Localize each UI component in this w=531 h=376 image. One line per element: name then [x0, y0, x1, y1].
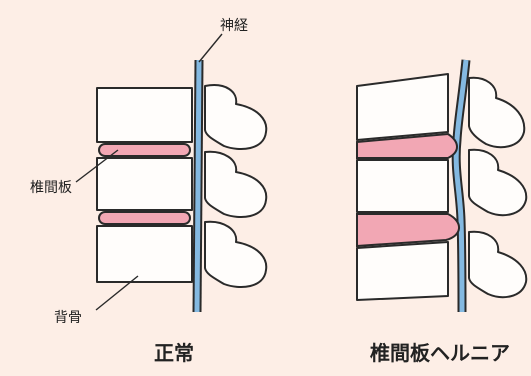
nerve-label-group: 神経	[199, 18, 248, 62]
nerve-label: 神経	[220, 18, 248, 34]
nerve-leader-line	[199, 34, 222, 62]
vertebra-label: 背骨	[54, 310, 82, 326]
normal-vertebra-3	[97, 222, 266, 287]
normal-nerve	[197, 60, 199, 312]
normal-vertebra-2	[97, 152, 266, 217]
herniation-disc-2	[357, 214, 459, 246]
normal-spine	[97, 60, 266, 312]
vertebra-label-group: 背骨	[54, 276, 138, 326]
herniation-spine	[357, 60, 526, 312]
caption-normal: 正常	[154, 341, 194, 365]
caption-herniation: 椎間板ヘルニア	[370, 341, 510, 365]
normal-disc-2	[99, 212, 190, 224]
herniation-vertebra-2	[357, 150, 526, 215]
herniation-nerve	[456, 60, 466, 312]
normal-vertebra-1	[97, 85, 266, 149]
disc-label: 椎間板	[30, 180, 72, 196]
